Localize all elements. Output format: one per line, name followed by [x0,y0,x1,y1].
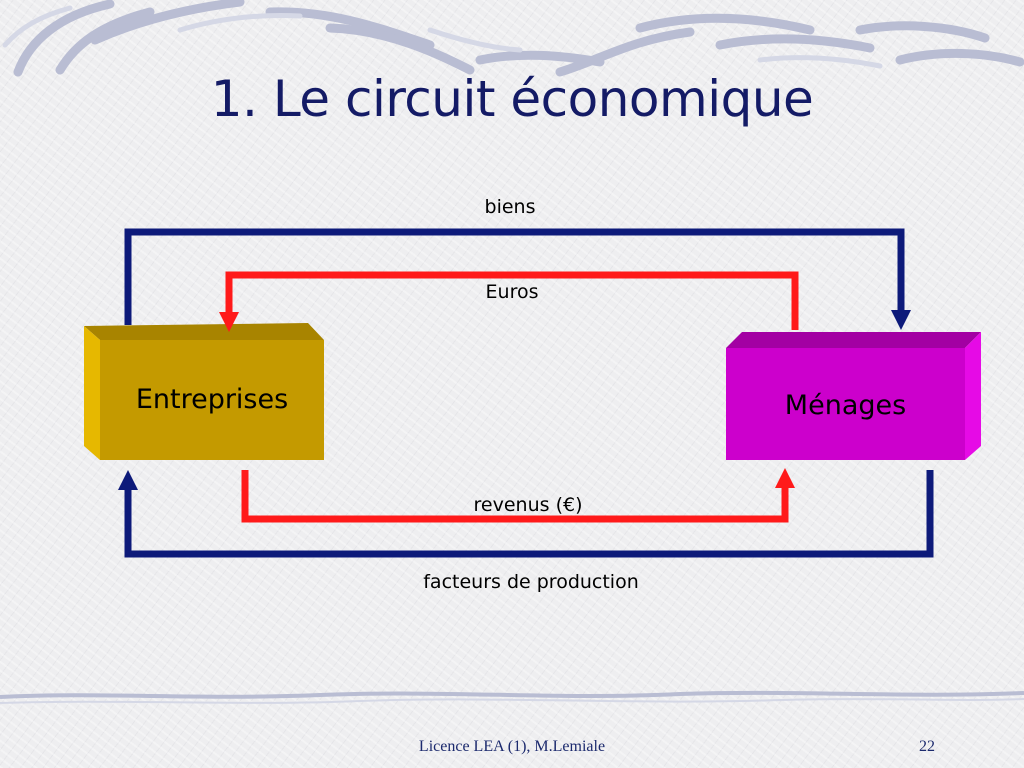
menages-box-face [726,348,965,460]
menages-label: Ménages [784,390,907,421]
swoosh-10 [855,21,990,43]
entreprises-label: Entreprises [135,384,289,415]
page-number: 22 [919,738,935,755]
menages-box-side [965,332,981,460]
entreprises-box-face [100,340,324,460]
swoosh-9 [715,34,875,53]
node-menages [726,332,981,460]
flow-biens-arrowhead [891,310,911,330]
swoosh-4 [265,7,435,50]
node-entreprises [84,323,324,460]
swoosh-3 [90,0,245,45]
entreprises-box-side [84,326,100,460]
flow-revenus-line [241,470,789,523]
flow-revenus-arrowhead [775,468,795,488]
menages-box-top [726,332,981,348]
footer-text: Licence LEA (1), M.Lemiale [418,738,606,755]
flow-facteurs-arrowhead [118,470,138,490]
swoosh-7 [555,27,695,77]
slide-title: 1. Le circuit économique [210,70,814,128]
flow-biens-line [124,228,905,325]
flow-revenus-label: revenus (€) [473,494,583,516]
flow-euros-line [225,271,799,330]
flow-euros-label: Euros [485,281,539,303]
bottom-wave-line [0,690,1024,699]
swoosh-5 [325,23,475,75]
swoosh-2 [55,7,155,75]
flow-biens-label: biens [484,196,536,218]
swoosh-8 [635,13,815,35]
entreprises-box-top [84,323,324,340]
flow-facteurs-line [124,470,934,558]
flow-euros-arrowhead [219,312,239,332]
swoosh-1 [13,0,115,77]
swoosh-11 [895,48,1024,67]
flow-facteurs-label: facteurs de production [423,571,639,593]
